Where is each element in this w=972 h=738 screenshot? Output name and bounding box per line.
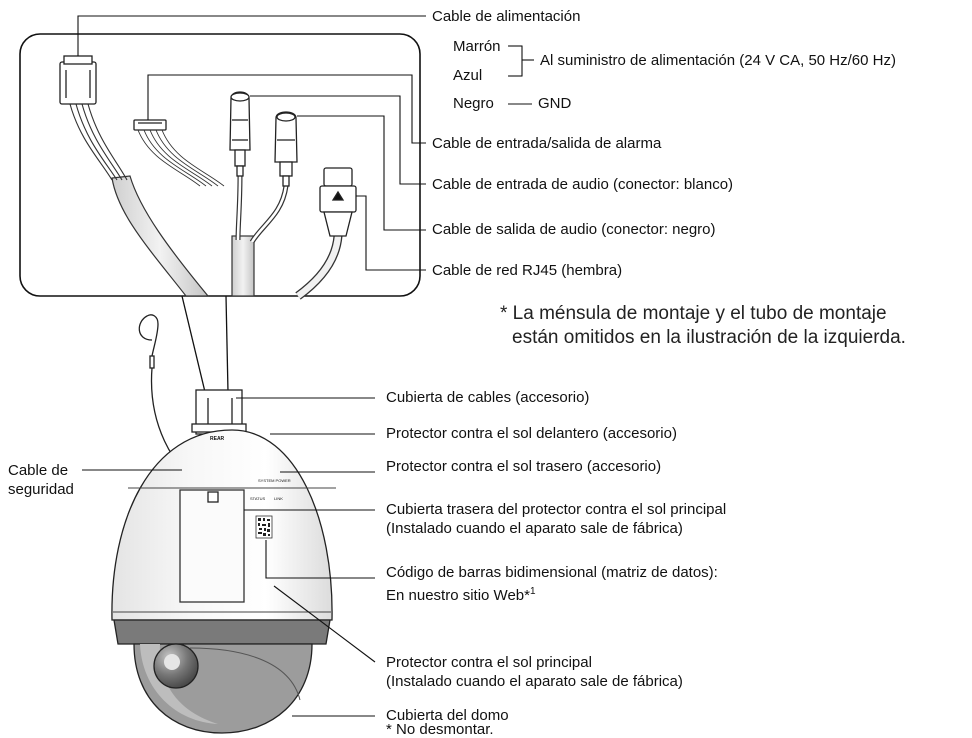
label-barcode-1: Código de barras bidimensional (matriz d…: [386, 564, 718, 581]
label-wire-blue: Azul: [453, 67, 483, 84]
leader-lines: [77, 15, 534, 271]
label-alarm-cable: Cable de entrada/salida de alarma: [432, 135, 662, 152]
note-line-1: * La ménsula de montaje y el tubo de mon…: [500, 303, 887, 324]
label-safety-cable-1: Cable de: [8, 462, 69, 479]
label-cable-cover: Cubierta de cables (accesorio): [386, 389, 590, 406]
zoom-line-right: [225, 295, 229, 393]
label-power-cable: Cable de alimentación: [432, 8, 581, 25]
label-to-power-supply: Al suministro de alimentación (24 V CA, …: [540, 52, 896, 69]
rj45-connector: [319, 167, 357, 237]
label-dome-cover-2: * No desmontar.: [386, 721, 494, 738]
detail-callout-box: [19, 33, 421, 297]
camera-body: [111, 389, 336, 734]
label-main-sunshield-2: (Instalado cuando el aparato sale de fáb…: [386, 673, 683, 690]
label-audio-in-cable: Cable de entrada de audio (conector: bla…: [432, 176, 734, 193]
power-wires: [69, 103, 128, 181]
audio-out-connector: [274, 111, 298, 187]
power-connector: [59, 55, 97, 105]
label-front-sunshield: Protector contra el sol delantero (acces…: [386, 425, 677, 442]
camera-leader-lines: [82, 397, 376, 717]
omission-note: * La ménsula de montaje y el tubo de mon…: [500, 302, 906, 350]
label-audio-out-cable: Cable de salida de audio (conector: negr…: [432, 221, 716, 238]
alarm-connector: [133, 119, 167, 131]
center-cable-sheath: [231, 235, 255, 297]
marking-status: STATUS: [250, 496, 266, 501]
label-main-rear-cover-1: Cubierta trasera del protector contra el…: [386, 501, 727, 518]
zoom-line-left: [181, 295, 206, 393]
audio-in-connector: [229, 91, 251, 177]
alarm-wires: [137, 129, 225, 187]
label-barcode-2: En nuestro sitio Web*1: [386, 586, 536, 604]
label-network-cable: Cable de red RJ45 (hembra): [432, 262, 623, 279]
label-dome-cover-1: Cubierta del domo: [386, 707, 509, 724]
marking-top: SYSTEM POWER: [258, 478, 291, 483]
label-main-rear-cover-2: (Instalado cuando el aparato sale de fáb…: [386, 520, 683, 537]
note-line-2: están omitidos en la ilustración de la i…: [512, 327, 906, 348]
label-gnd: GND: [538, 95, 572, 112]
label-wire-brown: Marrón: [453, 38, 501, 55]
label-safety-cable-2: seguridad: [8, 481, 74, 498]
marking-link: LINK: [274, 496, 283, 501]
label-wire-black: Negro: [453, 95, 494, 112]
label-rear-sunshield: Protector contra el sol trasero (accesor…: [386, 458, 662, 475]
main-cable-sheath: [111, 175, 210, 297]
marking-rear: REAR: [210, 436, 225, 442]
label-main-sunshield-1: Protector contra el sol principal: [386, 654, 592, 671]
